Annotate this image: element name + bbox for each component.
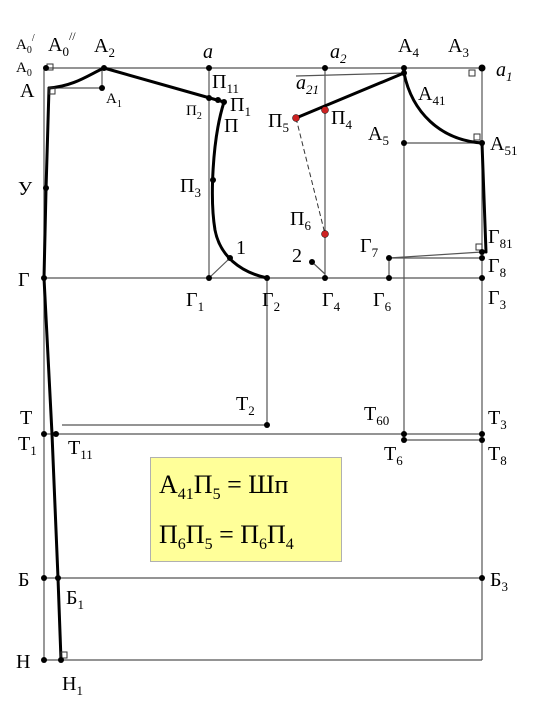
right-angle-markers <box>46 63 483 659</box>
label-G3: Г3 <box>488 287 506 312</box>
label-P: П <box>224 115 238 137</box>
label-G4: Г4 <box>322 289 341 314</box>
label-H1: Н1 <box>62 673 83 698</box>
label-P11: П11 <box>212 71 239 96</box>
label-T11: Т11 <box>68 437 93 462</box>
label-T3: Т3 <box>488 407 507 432</box>
label-A2: А2 <box>94 35 115 60</box>
label-A: А <box>20 80 35 102</box>
label-a21: a21 <box>296 72 319 97</box>
construction-points <box>41 64 486 663</box>
label-two: 2 <box>292 245 302 267</box>
formula-shoulder: А41П5 = Шп <box>159 470 289 504</box>
label-T2: Т2 <box>236 393 255 418</box>
label-P5: П5 <box>268 110 289 135</box>
label-a2: a2 <box>330 41 347 66</box>
label-P3: П3 <box>180 175 201 200</box>
construction-lines <box>43 67 483 661</box>
label-P2: П2 <box>186 103 202 122</box>
formula-box: А41П5 = Шп П6П5 = П6П4 <box>150 457 342 562</box>
label-B1: Б1 <box>66 587 84 612</box>
label-T6: Т6 <box>384 443 403 468</box>
point-labels: А0/ А0// А0 А А1 А2 a a2 a21 А4 А3 a1 А4… <box>16 29 517 698</box>
label-P1: П1 <box>230 94 251 119</box>
label-B: Б <box>18 569 29 591</box>
label-G7: Г7 <box>360 235 379 260</box>
label-G1: Г1 <box>186 289 204 314</box>
label-P4: П4 <box>331 107 352 132</box>
dart-points <box>292 106 329 238</box>
label-G2: Г2 <box>262 289 280 314</box>
label-G6: Г6 <box>373 289 392 314</box>
label-U: У <box>18 178 33 200</box>
label-T8: Т8 <box>488 443 507 468</box>
label-A51: А51 <box>490 133 517 158</box>
label-H: Н <box>16 651 30 673</box>
label-A4: А4 <box>398 35 419 60</box>
label-G81: Г81 <box>488 226 513 251</box>
label-A0p: А0// <box>48 29 76 59</box>
label-one: 1 <box>236 237 246 259</box>
label-G: Г <box>18 269 30 291</box>
dart-dashed-line <box>295 117 326 235</box>
label-a: a <box>203 41 213 63</box>
label-T1: Т1 <box>18 433 37 458</box>
label-A0: А0 <box>16 60 32 79</box>
label-A0pp: А0/ <box>16 33 35 56</box>
formula-dart: П6П5 = П6П4 <box>159 520 294 554</box>
label-B3: Б3 <box>490 569 508 594</box>
label-G8: Г8 <box>488 255 506 280</box>
label-A3: А3 <box>448 35 469 60</box>
label-T60: Т60 <box>364 403 389 428</box>
label-a1: a1 <box>496 59 513 84</box>
label-P6: П6 <box>290 208 311 233</box>
contour-lines <box>42 66 488 662</box>
label-A1: А1 <box>106 91 122 110</box>
label-A5: А5 <box>368 123 389 148</box>
label-A41: А41 <box>418 83 445 108</box>
label-T: Т <box>20 407 32 429</box>
